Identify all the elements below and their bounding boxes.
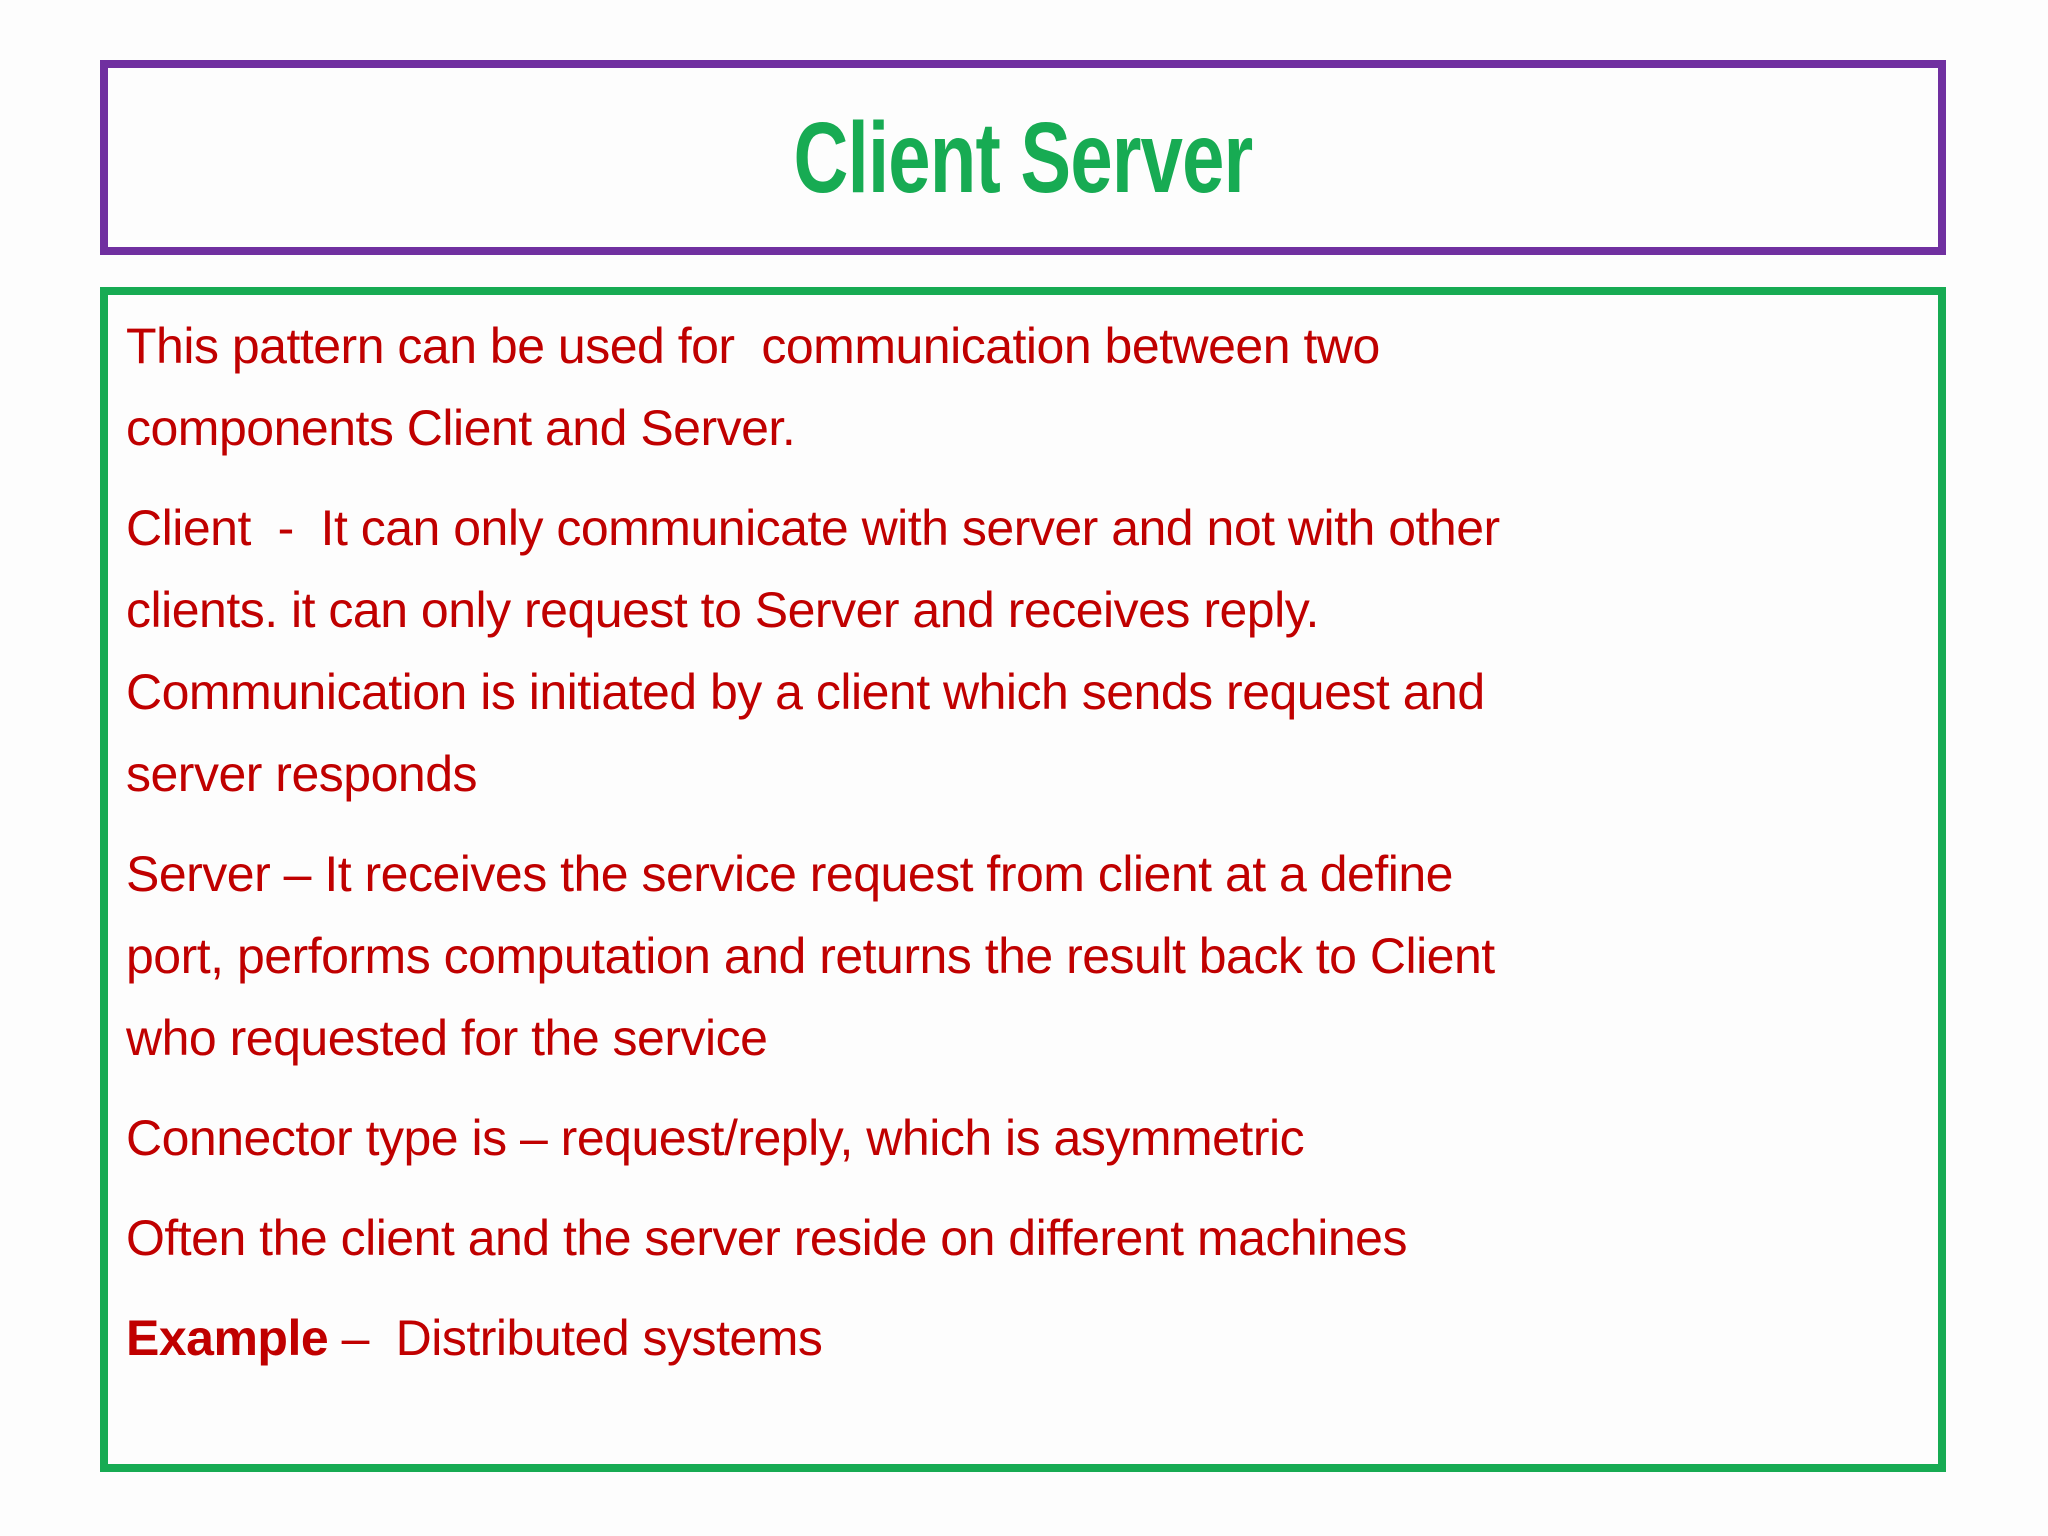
example-text: – Distributed systems [328, 1310, 823, 1366]
content-box: This pattern can be used for communicati… [100, 287, 1946, 1472]
paragraph-server: Server – It receives the service request… [126, 846, 1495, 1066]
paragraph-intro: This pattern can be used for communicati… [126, 318, 1380, 456]
slide-title: Client Server [793, 101, 1253, 214]
example-label: Example [126, 1310, 329, 1366]
paragraph-client: Client - It can only communicate with se… [126, 500, 1500, 802]
paragraph-machines: Often the client and the server reside o… [126, 1210, 1407, 1266]
paragraph-example: Example – Distributed systems [126, 1297, 1902, 1379]
title-box: Client Server [100, 60, 1946, 255]
paragraph-connector-type: Connector type is – request/reply, which… [126, 1110, 1305, 1166]
